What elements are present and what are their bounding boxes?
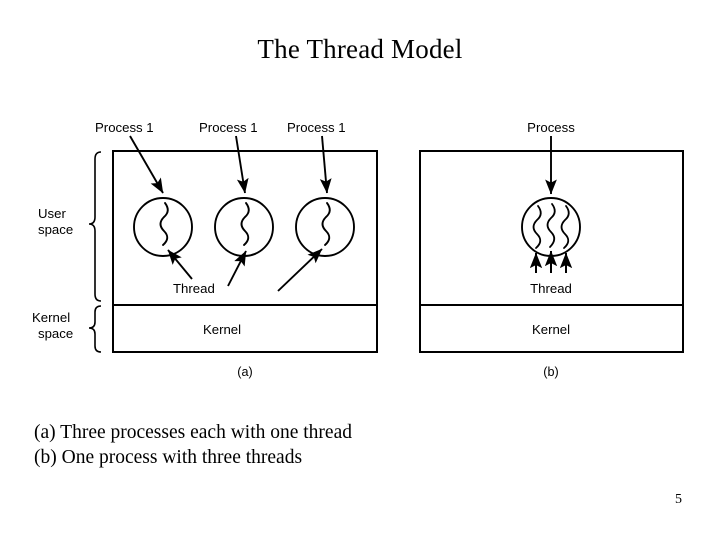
thread-squiggle-b2 (546, 203, 556, 248)
caption-line-a: (a) Three processes each with one thread (34, 422, 352, 443)
process-label-b1: Process (527, 120, 575, 135)
thread-squiggle-b3 (560, 205, 570, 249)
thread-label-a: Thread (173, 281, 215, 296)
kernel-label-a: Kernel (203, 322, 241, 337)
diagram-a-sublabel: (a) (237, 365, 252, 379)
page-number: 5 (675, 492, 682, 507)
thread-arrow-a2 (227, 250, 247, 287)
diagram-a-box (112, 150, 378, 353)
thread-squiggle-b1 (532, 205, 542, 249)
kernel-space-label-line2: space (38, 326, 73, 341)
kernel-space-brace (88, 305, 102, 353)
user-space-label-line1: User (38, 206, 66, 221)
process-circle-a1 (133, 197, 193, 257)
process-circle-a3 (295, 197, 355, 257)
process-label-a2: Process 1 (199, 120, 258, 135)
process-arrow-a2 (235, 135, 249, 194)
process-circle-a2 (214, 197, 274, 257)
thread-arrow-a3 (277, 248, 323, 292)
caption-block: (a) Three processes each with one thread… (34, 420, 594, 470)
diagram-a: Process 1 Process 1 Process 1 (95, 120, 378, 379)
process-circle-b1 (521, 197, 581, 257)
diagram-b-sublabel: (b) (543, 365, 558, 379)
process-arrow-a1 (129, 135, 164, 194)
page-title: The Thread Model (257, 34, 463, 64)
diagram-b: Process Thread Kernel (b) (419, 120, 684, 379)
process-arrow-a3 (319, 135, 332, 194)
user-space-group: User space (38, 151, 102, 302)
process-label-a1: Process 1 (95, 120, 154, 135)
caption-line-b: (b) One process with three threads (34, 447, 303, 468)
thread-squiggle-a3 (321, 202, 331, 246)
kernel-space-label-line1: Kernel (32, 310, 70, 325)
process-label-a3: Process 1 (287, 120, 346, 135)
thread-arrow-a1 (167, 249, 193, 280)
kernel-label-b: Kernel (532, 322, 570, 337)
thread-squiggle-a2 (240, 202, 250, 246)
figure-svg: User space Kernel space Process 1 Proces… (32, 120, 684, 379)
thread-model-figure: User space Kernel space Process 1 Proces… (0, 100, 720, 390)
kernel-space-group: Kernel space (32, 305, 102, 353)
thread-label-b: Thread (530, 281, 572, 296)
user-space-brace (88, 151, 102, 302)
user-space-label-line2: space (38, 222, 73, 237)
thread-squiggle-a1 (159, 202, 169, 246)
